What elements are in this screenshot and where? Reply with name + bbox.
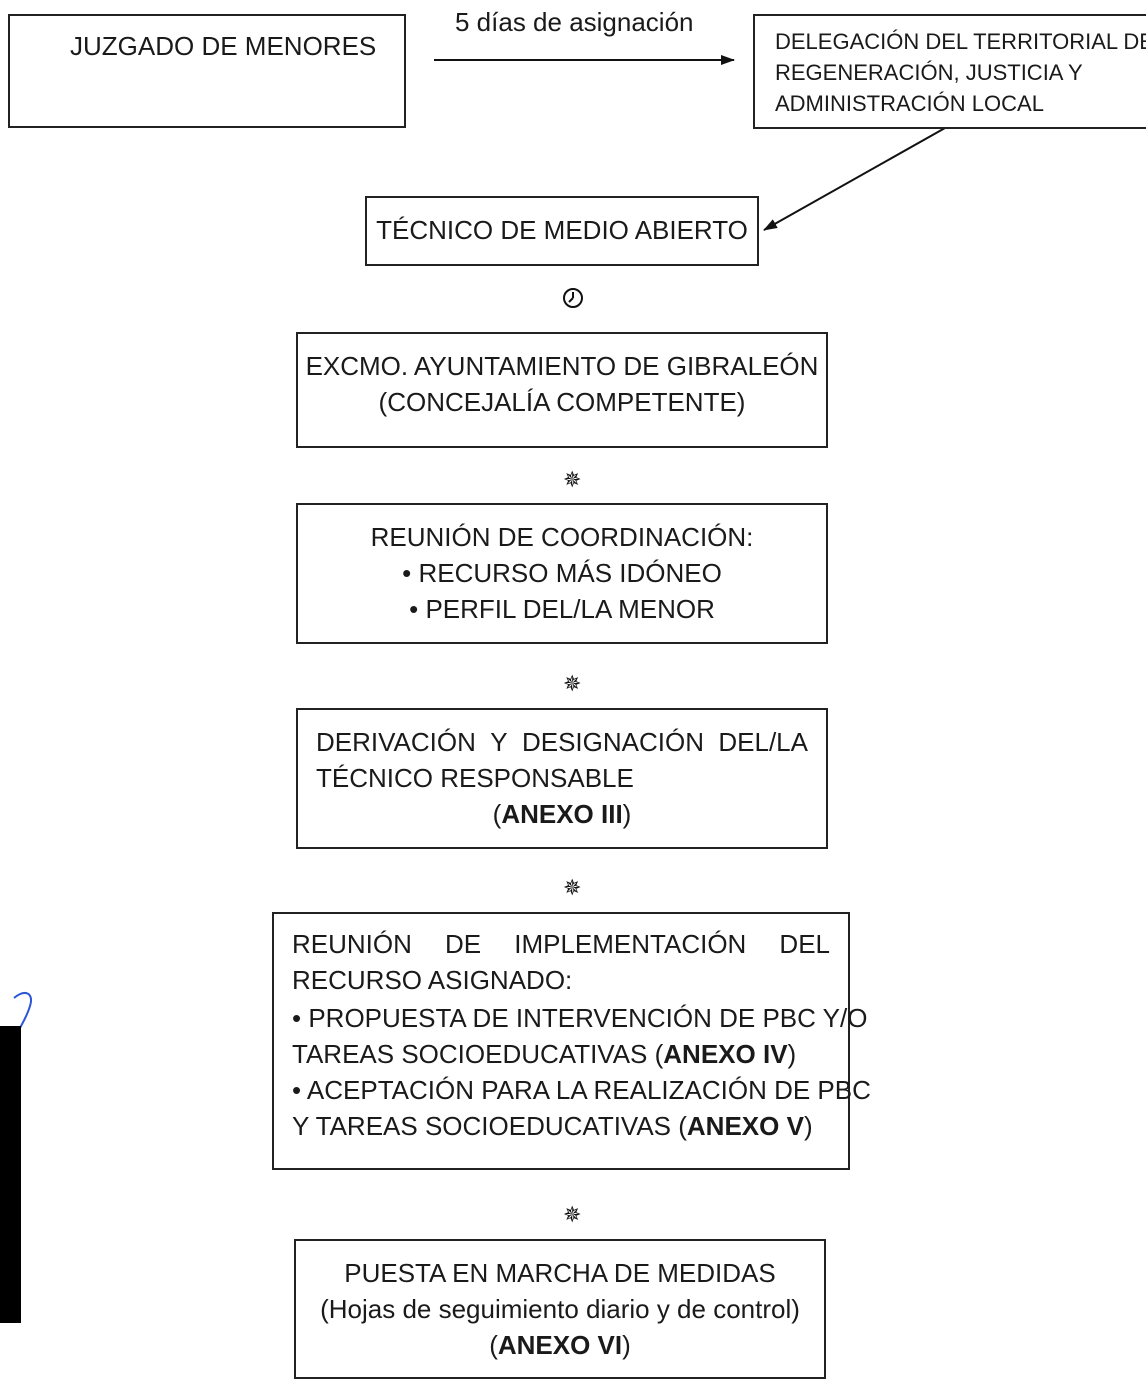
node-implementacion: REUNIÓN DE IMPLEMENTACIÓN DEL RECURSO AS… [272,912,871,1170]
bullet-icon: • [409,594,426,624]
node-impl-bullet1-line1: • PROPUESTA DE INTERVENCIÓN DE PBC Y/O [292,1000,867,1036]
bullet-text: TAREAS SOCIOEDUCATIVAS ( [292,1039,664,1069]
bullet-text: PROPUESTA DE INTERVENCIÓN DE PBC Y/O [308,1003,868,1033]
anexo-label: ANEXO III [501,799,623,829]
separator-icon: ✵ [563,671,582,696]
node-ayuntamiento: EXCMO. AYUNTAMIENTO DE GIBRALEÓN (CONCEJ… [296,332,828,448]
bullet-text: PERFIL DEL/LA MENOR [425,594,715,624]
pen-mark [13,991,32,1029]
node-impl-line1: REUNIÓN DE IMPLEMENTACIÓN DEL [292,926,830,962]
word: DEL [779,929,830,959]
node-ayuntamiento-line1: EXCMO. AYUNTAMIENTO DE GIBRALEÓN [305,351,819,381]
bullet-text: Y TAREAS SOCIOEDUCATIVAS ( [292,1111,687,1141]
node-impl-bullet1-line2: TAREAS SOCIOEDUCATIVAS (ANEXO IV) [292,1039,797,1069]
node-impl-line2: RECURSO ASIGNADO: [292,965,573,995]
bullet-text: ACEPTACIÓN PARA LA REALIZACIÓN DE PBC [306,1075,871,1105]
node-juzgado-label: JUZGADO DE MENORES [70,31,377,61]
node-puesta-line1: PUESTA EN MARCHA DE MEDIDAS [344,1258,776,1288]
node-puesta-line2: (Hojas de seguimiento diario y de contro… [320,1294,800,1324]
anexo-label: ANEXO VI [497,1330,623,1360]
node-puesta-anexo: (ANEXO VI) [489,1330,631,1360]
word: REUNIÓN [292,929,412,959]
black-bar [0,1026,21,1323]
node-derivacion: DERIVACIÓN Y DESIGNACIÓN DEL/LA TÉCNICO … [296,708,828,849]
word: DE [445,929,482,959]
word: IMPLEMENTACIÓN [514,929,747,959]
word: DERIVACIÓN [316,727,476,757]
node-juzgado: JUZGADO DE MENORES [8,14,406,128]
anexo-label: ANEXO V [686,1111,804,1141]
node-derivacion-anexo: (ANEXO III) [492,799,632,829]
bullet-icon: • [292,1075,307,1105]
word: Y [490,727,508,757]
bullet-icon: • [292,1003,309,1033]
node-impl-bullet2-line2: Y TAREAS SOCIOEDUCATIVAS (ANEXO V) [292,1111,813,1141]
clock-icon [563,288,583,308]
node-tecnico: TÉCNICO DE MEDIO ABIERTO [365,196,759,266]
node-delegacion: DELEGACIÓN DEL TERRITORIAL DE REGENERACI… [753,14,1146,129]
bullet-text: RECURSO MÁS IDÓNEO [418,558,722,588]
word: DESIGNACIÓN [521,727,704,757]
bullet-icon: • [402,558,419,588]
word: DEL/LA [718,727,808,757]
arrow-delegacion-to-tecnico [763,127,946,231]
node-reunion-bullet-2: • PERFIL DEL/LA MENOR [298,591,826,627]
edge-label-5-dias: 5 días de asignación [455,7,694,37]
node-derivacion-line2: TÉCNICO RESPONSABLE [316,763,634,793]
node-puesta-en-marcha: PUESTA EN MARCHA DE MEDIDAS (Hojas de se… [294,1239,826,1379]
node-impl-bullet2-line1: • ACEPTACIÓN PARA LA REALIZACIÓN DE PBC [292,1072,871,1108]
node-delegacion-line1: DELEGACIÓN DEL TERRITORIAL DE [775,29,1146,54]
node-reunion-title: REUNIÓN DE COORDINACIÓN: [370,522,754,552]
separator-icon: ✵ [563,467,582,492]
separator-icon: ✵ [563,875,582,900]
node-ayuntamiento-line2: (CONCEJALÍA COMPETENTE) [378,387,746,417]
node-reunion-bullet-1: • RECURSO MÁS IDÓNEO [298,555,826,591]
node-delegacion-line3: ADMINISTRACIÓN LOCAL [775,91,1044,116]
separator-icon: ✵ [563,1202,582,1227]
anexo-label: ANEXO IV [663,1039,788,1069]
node-reunion-coordinacion: REUNIÓN DE COORDINACIÓN: • RECURSO MÁS I… [296,503,828,644]
node-derivacion-line1: DERIVACIÓN Y DESIGNACIÓN DEL/LA [316,724,808,760]
node-delegacion-line2: REGENERACIÓN, JUSTICIA Y [775,60,1083,85]
node-tecnico-label: TÉCNICO DE MEDIO ABIERTO [376,215,748,245]
